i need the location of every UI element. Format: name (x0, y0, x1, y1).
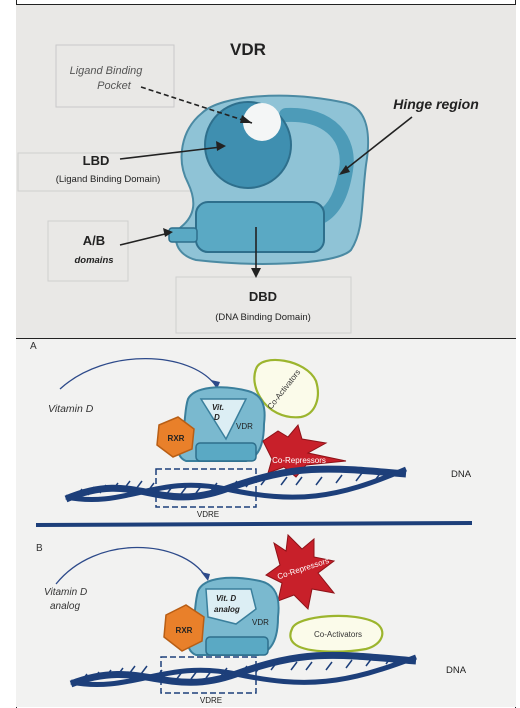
vdr-mechanism-diagram: A Vitamin D Co-Activators Vit. D VDR RXR… (16, 339, 516, 707)
vdr-title: VDR (230, 40, 266, 59)
panel-b-analog-label: analog (214, 605, 240, 614)
panel-b-vdr-dbd (206, 637, 268, 655)
panel-ab-divider (36, 523, 472, 525)
panel-a-rxr-label: RXR (168, 434, 185, 443)
panel-b-vitamin-label-line1: Vitamin D (44, 587, 87, 598)
ab-block (169, 228, 197, 242)
dbd-block (196, 202, 324, 252)
hinge-label: Hinge region (393, 96, 479, 112)
pocket-label-line1: Ligand Binding (70, 65, 144, 77)
ab-label: A/B (83, 233, 105, 248)
panel-b-letter: B (36, 543, 43, 554)
panel-a-corepressors-label: Co-Repressors (272, 456, 326, 465)
panel-a-letter: A (30, 341, 37, 352)
panel-a-vdr-dbd (196, 443, 256, 461)
panel-b-rxr-label: RXR (176, 626, 193, 635)
pocket-label-line2: Pocket (97, 80, 132, 92)
panel-b-vit-label: Vit. D (216, 594, 236, 603)
panel-a-vdr-label: VDR (236, 422, 253, 431)
panel-b-vdr-label: VDR (252, 618, 269, 627)
dbd-label: DBD (249, 289, 277, 304)
panel-a-d-label: D (214, 413, 220, 422)
panel-b-coactivators-label: Co-Activators (314, 630, 362, 639)
lbd-label: LBD (83, 153, 110, 168)
panel-a-dna-label: DNA (451, 469, 472, 480)
panel-a-vdre-label: VDRE (197, 510, 219, 519)
dbd-sublabel: (DNA Binding Domain) (215, 312, 311, 323)
panel-b-vdre-label: VDRE (200, 696, 222, 705)
panel-b-dna-label: DNA (446, 665, 467, 676)
panel-a-vit-label: Vit. (212, 403, 224, 412)
panel-a-vitamin-label: Vitamin D (48, 403, 94, 415)
ab-sublabel: domains (74, 255, 113, 266)
panel-b-vitamin-label-line2: analog (50, 601, 80, 612)
vdr-domain-diagram: VDR Ligand Binding Pocket Hinge region L… (16, 5, 516, 338)
lbd-sublabel: (Ligand Binding Domain) (56, 174, 161, 185)
